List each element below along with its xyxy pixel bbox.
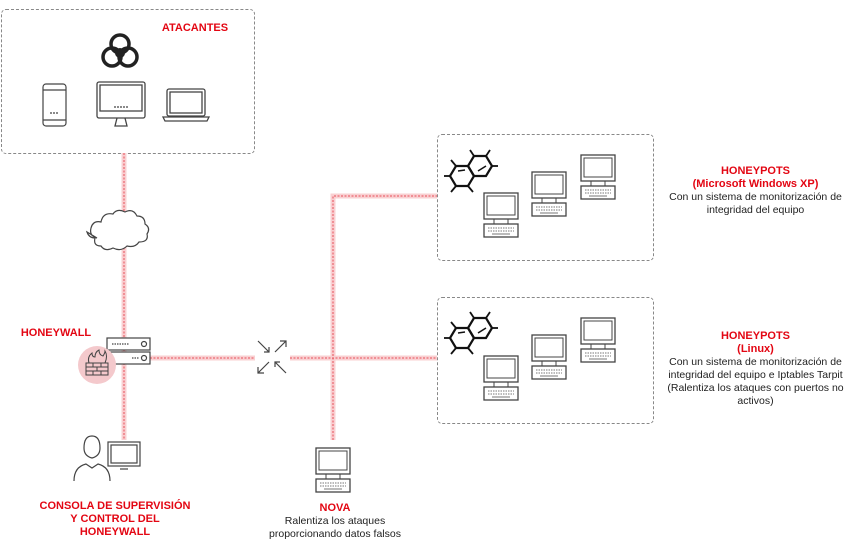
xp-pc-icon — [483, 192, 519, 238]
switch-arrows-icon — [257, 340, 287, 374]
honeypots-xp-subtitle: (Microsoft Windows XP) — [692, 178, 819, 190]
honeypots-xp-label: HONEYPOTS (Microsoft Windows XP) Con un … — [662, 165, 849, 217]
attackers-title: ATACANTES — [161, 22, 229, 34]
console-title-line: HONEYWALL — [79, 526, 151, 538]
cloud-icon — [85, 209, 150, 251]
linux-pc-icon — [531, 334, 567, 380]
nova-label: NOVA Ralentiza los ataques proporcionand… — [260, 502, 410, 541]
honeypots-linux-group — [437, 297, 654, 424]
honeypots-linux-label: HONEYPOTS (Linux) Con un sistema de moni… — [662, 330, 849, 408]
honeypots-linux-desc-line: Con un sistema de monitorización de — [669, 356, 842, 368]
honeypots-linux-title: HONEYPOTS — [720, 330, 791, 342]
console-title-line: CONSOLA DE SUPERVISIÓN — [39, 500, 191, 512]
linux-pc-icon — [483, 355, 519, 401]
biohazard-icon — [101, 33, 139, 68]
xp-hexagon-icon — [442, 148, 500, 194]
network-links — [121, 153, 437, 440]
honeypots-xp-desc-line: Con un sistema de monitorización de — [669, 191, 842, 203]
honeypots-xp-title: HONEYPOTS — [720, 165, 791, 177]
console-title: CONSOLA DE SUPERVISIÓN Y CONTROL DEL HON… — [20, 500, 210, 539]
link-nova-xp — [330, 193, 437, 440]
server-icon — [106, 337, 151, 365]
operator-icon — [73, 435, 111, 482]
xp-pc-icon — [580, 154, 616, 200]
linux-pc-icon — [580, 317, 616, 363]
xp-pc-icon — [531, 171, 567, 217]
linux-hexagon-icon — [442, 310, 500, 356]
honeypots-xp-group — [437, 134, 654, 261]
honeypots-linux-desc-line: (Ralentiza los ataques con puertos no — [667, 382, 844, 394]
firewall-icon — [78, 346, 116, 384]
nova-desc-line: proporcionando datos falsos — [269, 528, 401, 540]
attackers-group — [1, 9, 255, 154]
honeypots-linux-desc-line: integridad del equipo e Iptables Tarpit — [668, 369, 843, 381]
nova-pc-icon — [315, 447, 351, 493]
honeywall-title: HONEYWALL — [20, 327, 92, 339]
monitor-icon — [107, 441, 141, 470]
desktop-monitor-icon — [96, 81, 146, 127]
console-title-line: Y CONTROL DEL — [70, 513, 160, 525]
honeypots-linux-desc-line: activos) — [737, 395, 774, 407]
smartphone-icon — [42, 83, 67, 127]
laptop-icon — [161, 88, 211, 122]
honeypots-xp-desc-line: integridad del equipo — [706, 204, 805, 216]
nova-title: NOVA — [319, 502, 351, 514]
nova-desc-line: Ralentiza los ataques — [284, 515, 386, 527]
honeypots-linux-subtitle: (Linux) — [737, 343, 774, 355]
